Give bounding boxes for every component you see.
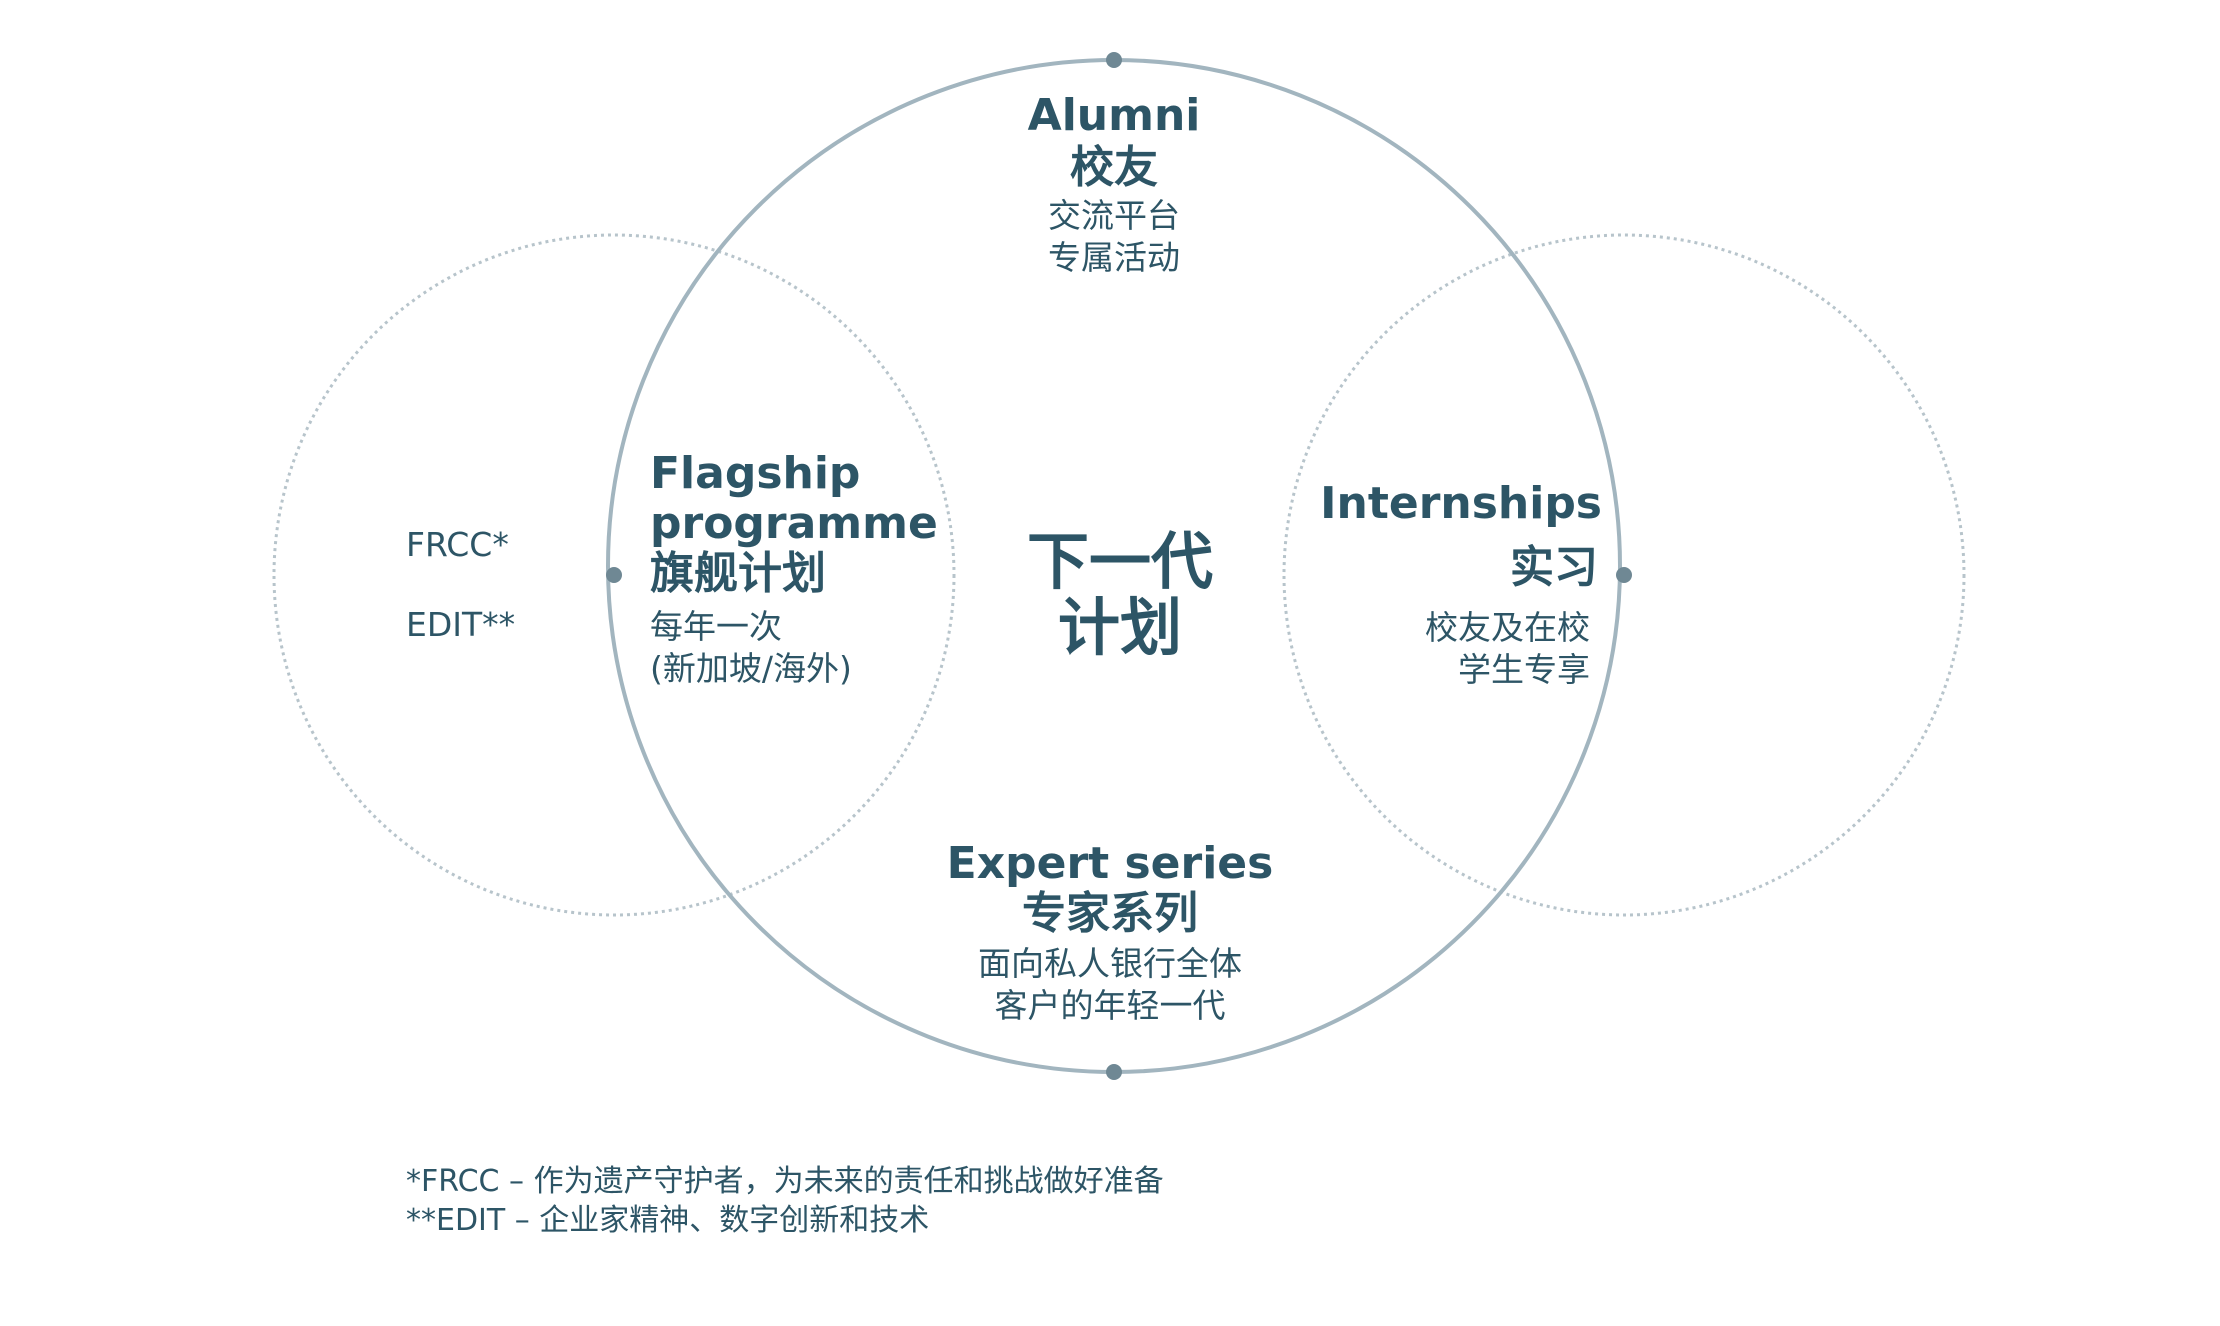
expert-title-zh: 专家系列	[1022, 888, 1198, 939]
left-dotted-circle	[272, 233, 956, 917]
flagship-title-zh: 旗舰计划	[650, 548, 826, 599]
flagship-desc-1: 每年一次	[650, 607, 782, 646]
expert-desc-2: 客户的年轻一代	[994, 986, 1226, 1025]
right-dotted-circle	[1282, 233, 1966, 917]
frcc-label: FRCC*	[406, 525, 509, 564]
alumni-title-zh: 校友	[1070, 142, 1158, 193]
footnote-frcc: *FRCC – 作为遗产守护者，为未来的责任和挑战做好准备	[406, 1164, 1164, 1199]
internships-title-zh: 实习	[1510, 542, 1598, 593]
edit-label: EDIT**	[406, 605, 516, 644]
center-title-line-1: 下一代	[1026, 525, 1214, 598]
center-title-line-2: 计划	[1057, 591, 1183, 664]
flagship-desc-2: (新加坡/海外)	[650, 649, 852, 688]
flagship-title-en-1: Flagship	[650, 448, 861, 499]
expert-desc-1: 面向私人银行全体	[978, 944, 1242, 983]
top-node	[1106, 52, 1122, 68]
alumni-desc-1: 交流平台	[1048, 196, 1180, 235]
bottom-node	[1106, 1064, 1122, 1080]
left-node	[606, 567, 622, 583]
alumni-desc-2: 专属活动	[1048, 238, 1180, 277]
flagship-title-en-2: programme	[650, 498, 938, 549]
right-node	[1616, 567, 1632, 583]
footnote-edit: **EDIT – 企业家精神、数字创新和技术	[406, 1203, 930, 1238]
expert-title-en: Expert series	[946, 838, 1274, 889]
internships-title-en: Internships	[1320, 478, 1602, 529]
alumni-title-en: Alumni	[1027, 90, 1201, 141]
internships-desc-2: 学生专享	[1458, 650, 1590, 689]
internships-desc-1: 校友及在校	[1425, 608, 1590, 647]
